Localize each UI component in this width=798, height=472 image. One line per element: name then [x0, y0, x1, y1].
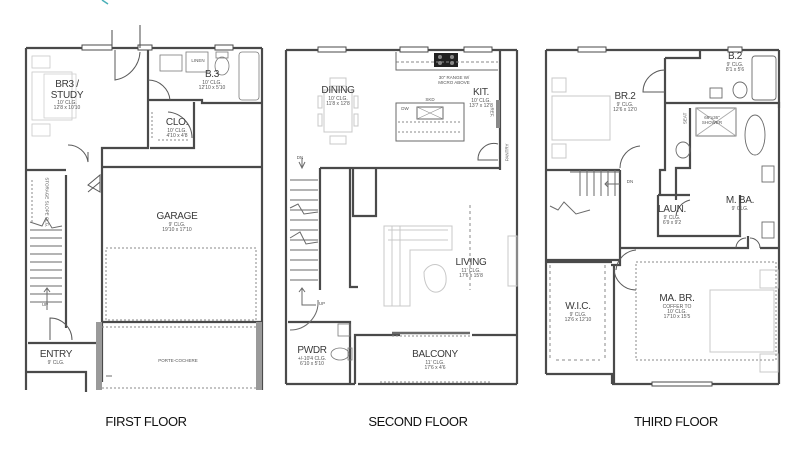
seat-label: SEAT	[682, 112, 688, 125]
first-floor-walls	[24, 25, 264, 392]
room-label-b3: B.3 10' CLG. 12'10 x 5'10	[198, 69, 226, 91]
second-floor-title: SECOND FLOOR	[368, 414, 468, 429]
room-label-master-bedroom: MA. BR. COFFER TO 10' CLG. 17'10 x 15'5	[659, 293, 695, 320]
second-floor-walls	[284, 46, 519, 386]
third-floor-title: THIRD FLOOR	[634, 414, 718, 429]
shower-label: 66"x36" SHOWER	[701, 115, 723, 125]
room-label-balcony: BALCONY 11' CLG. 17'6 x 4'6	[412, 349, 458, 371]
stairs-down-label: DN	[626, 179, 634, 184]
room-label-dining: DINING 10' CLG. 11'8 x 12'8	[321, 85, 355, 107]
room-label-pwdr: PWDR +/-10'4 CLG. 6'10 x 5'10	[297, 345, 327, 367]
room-label-entry: ENTRY 9' CLG.	[39, 349, 73, 366]
room-label-master-bath: M. BA. 9' CLG.	[725, 195, 755, 212]
sink-label: SKD	[425, 97, 435, 102]
room-label-b2: B.2 9' CLG. 8'1 x 5'6	[725, 51, 745, 73]
stairs-up-label: UP	[318, 301, 326, 306]
linen-label: LINEN	[191, 58, 205, 63]
room-label-living: LIVING 11' CLG. 17'6 x 15'8	[455, 257, 487, 279]
third-floor-walls	[544, 46, 781, 387]
second-floor-plan: 30" RANGE W/ MICRO ABOVE DINING 10' CLG.…	[284, 46, 519, 386]
teal-arrow-mark	[101, 0, 109, 5]
room-label-garage: GARAGE 9' CLG. 19'10 x 17'10	[156, 211, 198, 233]
dishwasher-label: DW	[401, 106, 409, 111]
first-floor-title: FIRST FLOOR	[105, 414, 187, 429]
third-floor-plan: BR.2 9' CLG. 12'6 x 12'0 B.2 9' CLG. 8'1…	[544, 46, 781, 387]
room-label-clo: CLO. 10' CLG. 4'10 x 4'8	[165, 117, 189, 139]
first-floor-plan: BR3 / STUDY 10' CLG. 12'8 x 10'10 LINEN …	[0, 0, 280, 400]
room-label-kitchen: KIT. 10' CLG. 13'7 x 12'8	[469, 87, 493, 109]
room-label-wic: W.I.C. 9' CLG. 12'6 x 12'10	[564, 301, 592, 323]
room-label-br3-study: BR3 / STUDY 10' CLG. 12'8 x 10'10	[50, 79, 84, 112]
porte-cochere-label: PORTE-COCHERE	[158, 358, 198, 363]
room-label-br2: BR.2 9' CLG. 12'6 x 12'0	[613, 91, 637, 113]
range-label: 30" RANGE W/ MICRO ABOVE	[438, 75, 470, 85]
stairs-down-label: DN	[296, 155, 304, 160]
room-label-laundry: LAUN. 9' CLG. 6'9 x 9'2	[658, 204, 686, 226]
stairs-up-label: UP	[41, 302, 49, 307]
